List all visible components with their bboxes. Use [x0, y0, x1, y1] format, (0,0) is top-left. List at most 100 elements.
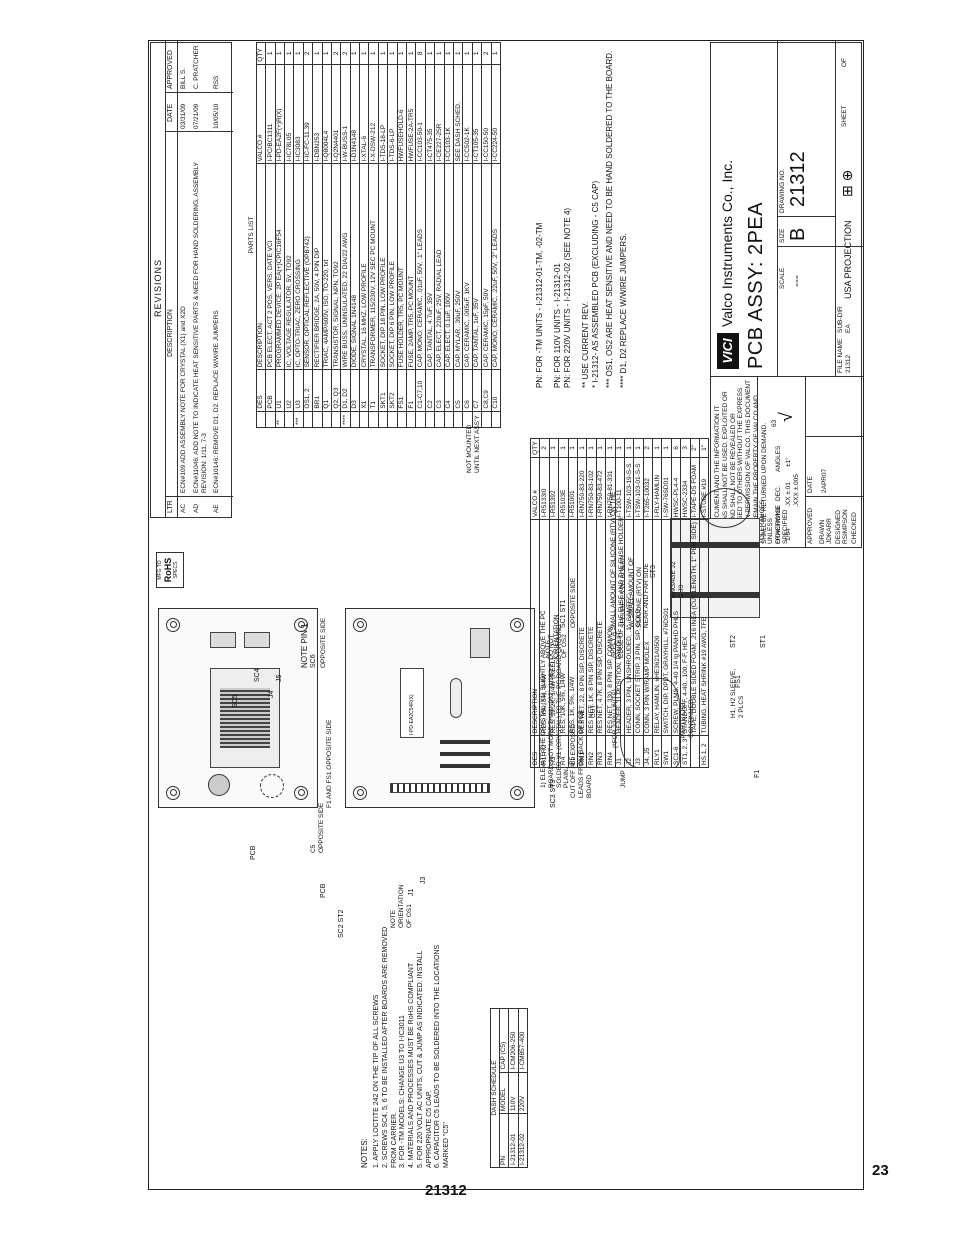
- parts-mark: ****: [340, 411, 351, 428]
- parts-mark: [444, 411, 454, 428]
- hw-qty: 1: [605, 438, 616, 458]
- parts-qty: 2: [340, 42, 351, 65]
- parts-col-des: DES: [256, 369, 266, 412]
- hw-des: RLY1: [652, 735, 662, 768]
- hw-col-des: DES: [530, 735, 540, 768]
- parts-desc: TRANSFORMER, 115/230V, 12V SEC PC MOUNT: [368, 163, 379, 370]
- parts-desc: CRYSTAL, 16 MHZ, LOW PROFILE: [359, 163, 369, 370]
- title-block: THIS DOCUMENT AND THE INFORMATION IT CON…: [710, 41, 863, 548]
- parts-qty: 1: [275, 42, 285, 65]
- dash-pn: I-21312-01: [508, 1113, 519, 1168]
- parts-valco: I-PD-EA2F(+)R(X): [275, 64, 285, 164]
- label-sc3-st3: SC3 ST3: [550, 779, 557, 808]
- hw-valco: I-R5103E: [558, 457, 569, 520]
- label-j1: J1: [408, 888, 415, 896]
- revisions-header: REVISIONS: [153, 258, 163, 317]
- projection-symbol-icon: ⊞ ⊕: [839, 169, 855, 197]
- parts-valco: HWFUSEHOLD-6: [397, 64, 407, 164]
- label-sc6-opp: OPPOSITE SIDE: [320, 617, 327, 668]
- hw-qty: 1: [633, 438, 644, 458]
- parts-qty: 1: [472, 42, 482, 65]
- parts-qty: 1: [462, 42, 473, 65]
- parts-des: U1: [275, 369, 285, 412]
- hw-valco: I-R51001: [568, 457, 578, 520]
- hw-des: J4, J5: [643, 735, 653, 768]
- parts-mark: [481, 411, 492, 428]
- parts-desc: CAP, MYLAR, .39uF, 250V: [453, 163, 463, 370]
- rev-row-ltr: AE: [213, 504, 220, 513]
- label-j5: J5: [276, 674, 283, 682]
- hw-des: RN2: [586, 735, 597, 768]
- hw-des: RN3: [596, 735, 606, 768]
- parts-valco: I-TDS-18-LP: [378, 64, 388, 164]
- ic-chip-label: I-PD-EA2C54R(X): [409, 694, 415, 735]
- angle-value: ±1°: [785, 457, 792, 467]
- note-item: 4. MATERIALS AND PROCESSES MUST BE RoHS …: [408, 962, 415, 1168]
- hw-des: R5: [568, 735, 578, 768]
- label-j3: J3: [420, 876, 427, 884]
- note-item: 6. CAPACITOR C5 LEADS TO BE SOLDERED INT…: [434, 944, 450, 1168]
- hw-valco: I-RN750-83-472: [596, 457, 606, 520]
- hw-desc: SCREW, PLMS, 4-40 1/4 lg PANHD PHLS: [671, 519, 681, 736]
- drawing-no: 21312: [787, 151, 809, 207]
- rev-row-appr: BILL S.: [180, 67, 187, 89]
- rohs-line2: RoHS: [163, 557, 173, 583]
- note-heat: *** OS1, OS2 ARE HEAT SENSITIVE AND NEED…: [605, 50, 614, 388]
- hw-qty: 1: [586, 438, 597, 458]
- parts-mark: [359, 411, 369, 428]
- parts-valco: I-IC-FC-11.39: [303, 64, 313, 164]
- parts-col-desc: DESCRIPTION: [256, 163, 266, 370]
- parts-valco: I-Q8004L4: [322, 64, 332, 164]
- note-item: 5. FOR 220 VOLT AC UNITS, CUT & JUMP AS …: [416, 950, 433, 1168]
- mount-hole-icon: [510, 786, 524, 800]
- parts-des: OS1, 2: [303, 369, 313, 412]
- label-sc6: SC6: [310, 654, 317, 668]
- rohs-line3: SPECS: [173, 561, 179, 579]
- parts-qty: 1: [406, 42, 416, 65]
- dash-pn: I-21312-02: [518, 1113, 528, 1168]
- drawing-no-label: DRAWING NO.: [779, 168, 786, 213]
- parts-valco: I-W-BUSS-1: [340, 64, 351, 164]
- parts-valco: I-CC502-1K: [462, 64, 473, 164]
- pcb-view-bottom: [345, 608, 535, 808]
- parts-des: Q2, Q3: [331, 369, 341, 412]
- date-value: 2APR07: [821, 468, 828, 493]
- date-label: DATE: [807, 476, 814, 493]
- parts-mark: [350, 411, 360, 428]
- hw-desc: RES, 39.2K, 1/4W (REEL): [549, 519, 559, 736]
- parts-qty: 1: [378, 42, 388, 65]
- parts-qty: 1: [397, 42, 407, 65]
- parts-des: C7: [472, 369, 482, 412]
- parts-valco: I-DBN253: [312, 64, 323, 164]
- rev-row-appr: RSS: [213, 75, 220, 89]
- parts-desc: FUSE, 2AMP, TR5, PC MOUNT: [406, 163, 416, 370]
- rev-col-ltr: LTR: [167, 500, 174, 513]
- hw-valco: I-R51392: [549, 457, 559, 520]
- parts-des: F1: [406, 369, 416, 412]
- hw-valco: HWSC-PL4-4: [671, 457, 681, 520]
- parts-qty: 1: [265, 42, 276, 65]
- parts-mark: [303, 411, 313, 428]
- rev-row-ltr: AD: [193, 503, 200, 513]
- hw-des: ST1, 2, 3: [680, 735, 691, 768]
- parts-mark: [284, 411, 294, 428]
- dash-col-cap: CAP (C5): [499, 1008, 509, 1073]
- hw-valco: I-SW-76SD01: [661, 457, 672, 520]
- parts-qty: 1: [453, 42, 463, 65]
